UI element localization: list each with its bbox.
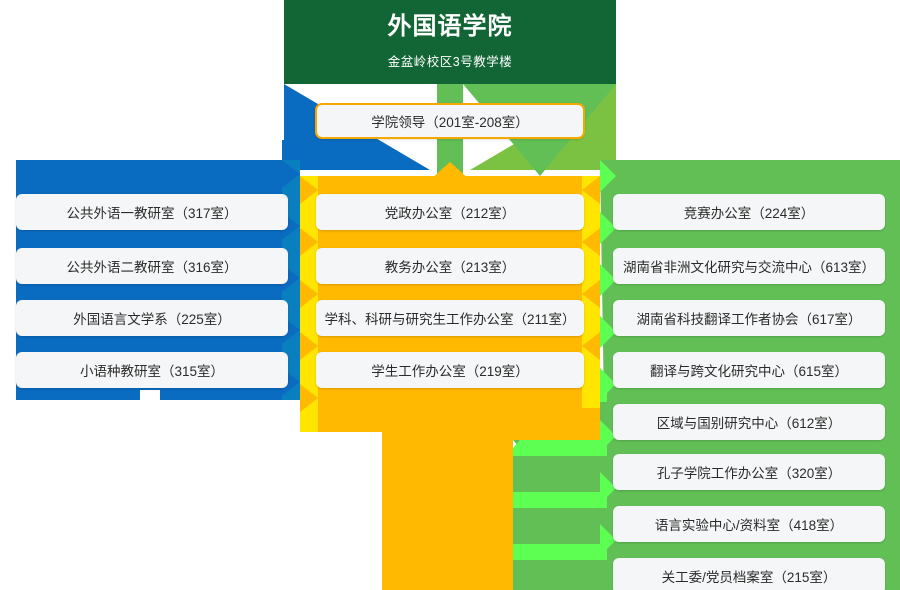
node-mid-1[interactable]: 党政办公室（212室） xyxy=(316,194,584,230)
chart-header: 外国语学院 金盆岭校区3号教学楼 xyxy=(284,0,616,84)
node-college-leadership[interactable]: 学院领导（201室-208室） xyxy=(315,103,585,139)
orange-stem xyxy=(382,432,513,590)
green-seam-notch-1 xyxy=(600,160,616,192)
green-seam-notch-4 xyxy=(600,316,616,348)
node-mid-2[interactable]: 教务办公室（213室） xyxy=(316,248,584,284)
node-mid-3[interactable]: 学科、科研与研究生工作办公室（211室） xyxy=(316,300,584,336)
node-mid-4[interactable]: 学生工作办公室（219室） xyxy=(316,352,584,388)
header-subtitle: 金盆岭校区3号教学楼 xyxy=(387,54,513,69)
orange-right-tooth-3 xyxy=(582,280,600,308)
node-left-4[interactable]: 小语种教研室（315室） xyxy=(16,352,288,388)
orange-right-tooth-1 xyxy=(582,176,600,204)
green-seam-notch-8 xyxy=(600,524,616,556)
orange-left-tooth-5 xyxy=(300,384,318,412)
orange-right-tooth-4 xyxy=(582,332,600,360)
node-left-1[interactable]: 公共外语一教研室（317室） xyxy=(16,194,288,230)
green-seam-notch-6 xyxy=(600,420,616,452)
orange-left-tooth-4 xyxy=(300,332,318,360)
node-left-3[interactable]: 外国语言文学系（225室） xyxy=(16,300,288,336)
green-highlight-band-3 xyxy=(486,492,607,508)
orange-left-tooth-1 xyxy=(300,176,318,204)
orange-right-tooth-2 xyxy=(582,228,600,256)
node-right-6[interactable]: 孔子学院工作办公室（320室） xyxy=(613,454,885,490)
orange-crest-diamond xyxy=(430,162,470,198)
node-right-3[interactable]: 湖南省科技翻译工作者协会（617室） xyxy=(613,300,885,336)
green-seam-notch-5 xyxy=(600,368,616,400)
node-right-1[interactable]: 竞赛办公室（224室） xyxy=(613,194,885,230)
node-right-2[interactable]: 湖南省非洲文化研究与交流中心（613室） xyxy=(613,248,885,284)
orange-left-tooth-2 xyxy=(300,228,318,256)
green-seam-notch-3 xyxy=(600,264,616,296)
orange-left-tooth-3 xyxy=(300,280,318,308)
node-right-5[interactable]: 区域与国别研究中心（612室） xyxy=(613,404,885,440)
green-highlight-band-2 xyxy=(506,440,607,456)
blue-seam-notch-1 xyxy=(282,160,300,188)
blue-top-tab xyxy=(282,140,300,160)
node-right-8[interactable]: 关工委/党员档案室（215室） xyxy=(613,558,885,590)
orange-shoulder-taper xyxy=(513,386,600,440)
node-right-7[interactable]: 语言实验中心/资料室（418室） xyxy=(613,506,885,542)
green-seam-notch-2 xyxy=(600,212,616,244)
page-title: 外国语学院 xyxy=(387,13,513,41)
green-seam-notch-7 xyxy=(600,472,616,504)
node-right-4[interactable]: 翻译与跨文化研究中心（615室） xyxy=(613,352,885,388)
node-left-2[interactable]: 公共外语二教研室（316室） xyxy=(16,248,288,284)
